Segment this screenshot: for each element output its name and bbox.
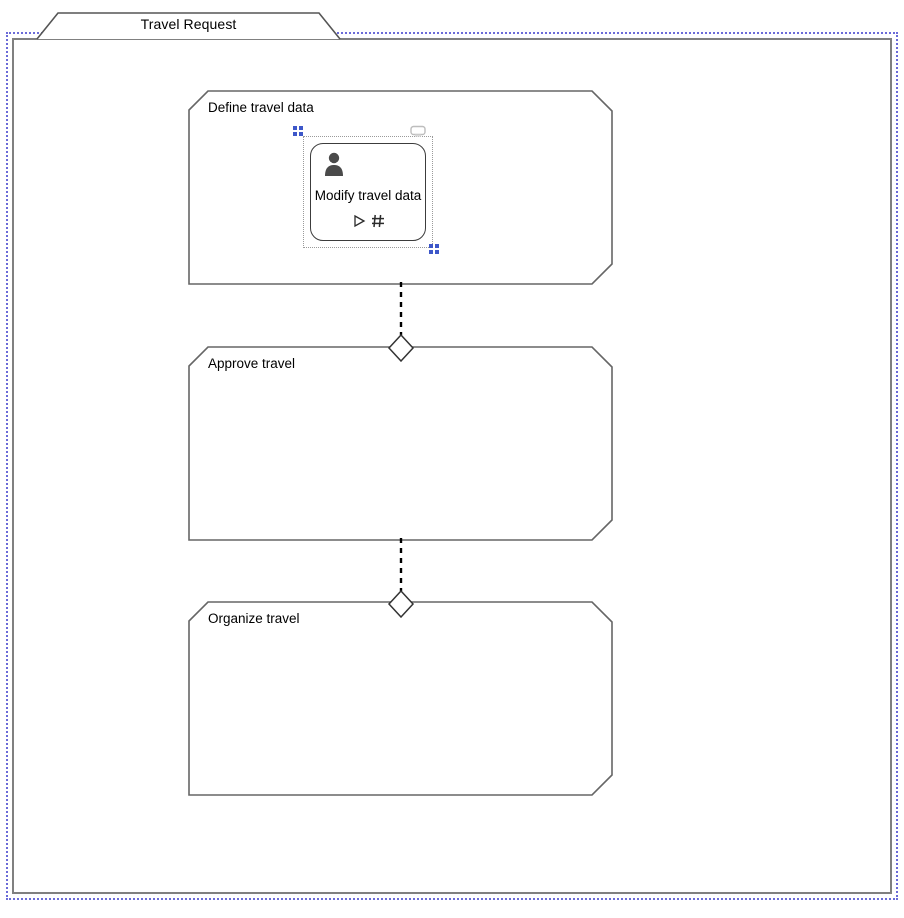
pool-organize-travel[interactable]: Organize travel — [188, 601, 613, 796]
resize-handle-top-left[interactable] — [293, 126, 297, 130]
user-icon-shape — [325, 152, 343, 176]
task-modify-travel-data[interactable]: Modify travel data — [293, 125, 439, 254]
task-selection-outline — [303, 136, 433, 248]
message-connector-shape — [387, 538, 415, 618]
diagram-frame-outline — [6, 32, 898, 900]
resize-handle-top-left[interactable] — [299, 126, 303, 130]
task-label: Modify travel data — [314, 188, 422, 203]
pool-shape — [188, 601, 613, 796]
play-icon-shape — [353, 214, 365, 228]
grid-icon[interactable] — [371, 214, 385, 233]
pool-label: Define travel data — [208, 100, 314, 115]
message-connector-define-to-approve[interactable] — [381, 282, 421, 362]
resize-handle-bottom-right[interactable] — [435, 250, 439, 254]
task-markers — [311, 214, 425, 233]
resize-handle-bottom-right[interactable] — [429, 250, 433, 254]
comment-icon-shape — [410, 125, 426, 137]
grid-icon-shape — [371, 214, 384, 228]
diagram-title-tab[interactable]: Travel Request — [36, 11, 341, 40]
message-connector-shape — [387, 282, 415, 362]
resize-handle-bottom-right[interactable] — [429, 244, 433, 248]
comment-icon[interactable] — [409, 125, 427, 139]
diagram-title-tab-shape — [36, 12, 341, 40]
pool-shape — [188, 346, 613, 541]
resize-handle-bottom-right[interactable] — [435, 244, 439, 248]
task-box[interactable]: Modify travel data — [310, 143, 426, 241]
pool-approve-travel[interactable]: Approve travel — [188, 346, 613, 541]
resize-handle-top-left[interactable] — [293, 132, 297, 136]
message-connector-approve-to-organize[interactable] — [381, 538, 421, 618]
diagram-title: Travel Request — [140, 15, 237, 32]
pool-label: Organize travel — [208, 611, 300, 626]
pool-label: Approve travel — [208, 356, 296, 371]
resize-handle-top-left[interactable] — [299, 132, 303, 136]
user-icon — [323, 151, 345, 177]
play-icon[interactable] — [352, 214, 366, 233]
